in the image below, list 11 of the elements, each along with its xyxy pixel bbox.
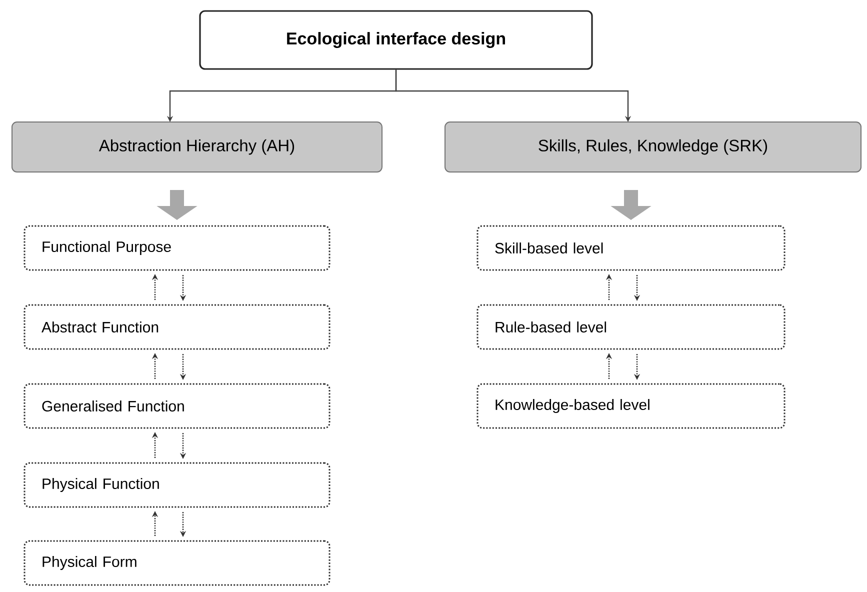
level-box: Rule-based level (476, 304, 786, 350)
level-box: Generalised Function (24, 383, 330, 429)
level-box: Functional Purpose (24, 225, 330, 271)
title-box: Ecological interface design (199, 10, 593, 70)
category-box: Abstraction Hierarchy (AH) (12, 122, 382, 172)
level-box: Knowledge-based level (476, 383, 786, 429)
level-box: Physical Form (24, 540, 330, 586)
category-box: Skills, Rules, Knowledge (SRK) (444, 122, 862, 172)
level-box: Abstract Function (24, 304, 330, 350)
level-box: Skill-based level (476, 225, 786, 271)
level-box: Physical Function (24, 462, 330, 508)
